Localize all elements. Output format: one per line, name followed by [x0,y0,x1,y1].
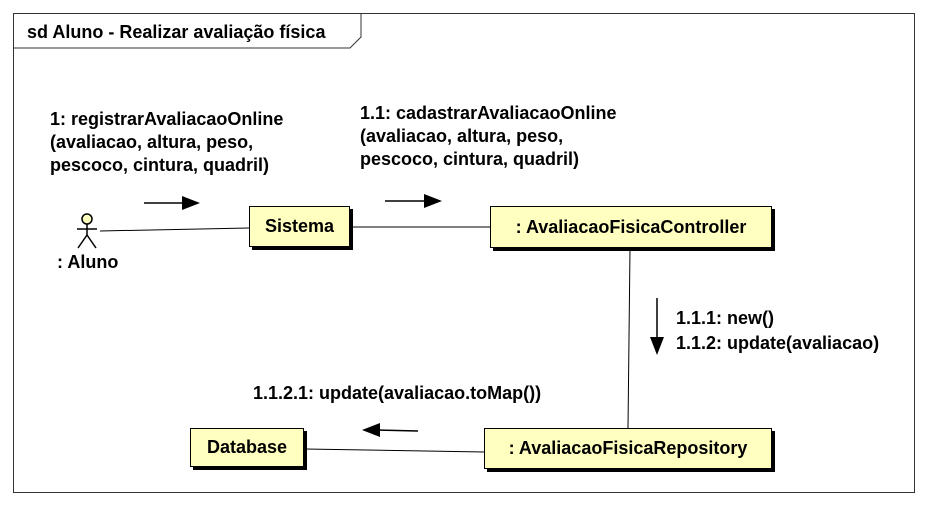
message-1-1-2-label: 1.1.2: update(avaliacao) [676,333,880,353]
actor-label: : Aluno [57,252,119,272]
arrow-message-1 [144,196,200,210]
message-1-1-line-2: (avaliacao, altura, peso, [360,126,564,146]
message-1-1-1: 1.1.1: new() 1.1.2: update(avaliacao) [676,307,879,355]
actor-stick-figure [77,213,97,249]
arrow-message-1-1 [385,194,442,208]
message-1-1-1-label: 1.1.1: new() [676,308,775,328]
link-repository-database [304,448,485,453]
message-1-1-line-1: 1.1: cadastrarAvaliacaoOnline [360,103,617,123]
arrow-message-1-1-1 [650,298,664,355]
object-sistema-label: Sistema [264,216,335,236]
frame-tab [13,13,362,49]
message-1-line-2: (avaliacao, altura, peso, [50,132,254,152]
object-sistema[interactable]: Sistema [249,206,350,247]
message-1-line-3: pescoco, cintura, quadril) [50,155,270,175]
object-database[interactable]: Database [190,428,304,467]
message-1: 1: registrarAvaliacaoOnline (avaliacao, … [50,108,283,177]
object-avaliacao-fisica-controller[interactable]: : AvaliacaoFisicaController [490,206,772,248]
message-1-line-1: 1: registrarAvaliacaoOnline [50,109,284,129]
object-controller-label: : AvaliacaoFisicaController [515,216,747,237]
arrow-message-1-1-2-1 [362,423,419,437]
sequence-frame [13,13,915,493]
message-1-1: 1.1: cadastrarAvaliacaoOnline (avaliacao… [360,102,616,171]
object-repository-label: : AvaliacaoFisicaRepository [508,438,748,458]
message-1-1-2-1: 1.1.2.1: update(avaliacao.toMap()) [253,382,541,405]
frame-title: sd Aluno - Realizar avaliação física [27,22,326,42]
message-1-1-line-3: pescoco, cintura, quadril) [360,149,580,169]
message-1-1-2-1-label: 1.1.2.1: update(avaliacao.toMap()) [253,383,542,403]
object-database-label: Database [206,437,288,457]
link-actor-sistema [99,227,250,232]
link-controller-repository [627,247,631,429]
object-avaliacao-fisica-repository[interactable]: : AvaliacaoFisicaRepository [484,428,772,469]
